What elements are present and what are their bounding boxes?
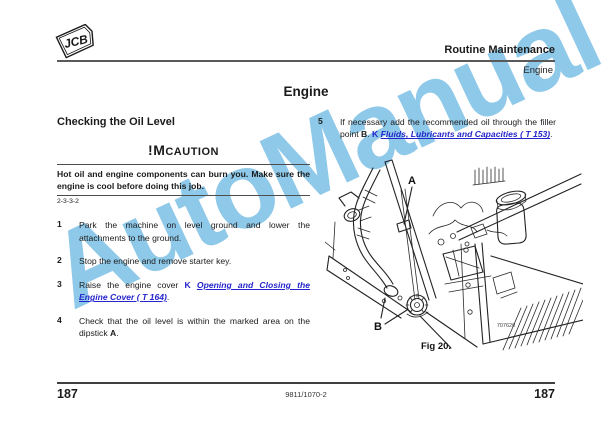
step-3: 3 Raise the engine cover K Opening and C… [57, 279, 310, 304]
figure-label-a: A [408, 175, 416, 187]
page-number-right: 187 [534, 387, 555, 401]
link-opening-closing-engine-cover[interactable]: Opening and Closing the Engine Cover ( T… [79, 279, 310, 303]
link-fluids-lubricants-capacities[interactable]: Fluids, Lubricants and Capacities ( T 15… [380, 129, 551, 140]
callout-ref-a: A [110, 328, 117, 339]
footer-rule [57, 382, 555, 384]
section-heading: Checking the Oil Level [57, 116, 175, 128]
callout-ref-b: B [361, 129, 368, 140]
step-text: Raise the engine cover K Opening and Clo… [79, 279, 310, 304]
figure-engine-dipstick: A B 707620 Fig 20. [325, 159, 583, 352]
step-number: 2 [57, 255, 62, 266]
step-text-mid: . [367, 129, 373, 140]
step-4: 4 Check that the oil level is within the… [57, 315, 310, 340]
step-text: Park the machine on level ground and low… [79, 220, 310, 243]
step-text-pre: Raise the engine cover [79, 279, 185, 290]
publication-code: 9811/1070-2 [285, 390, 327, 399]
step-2: 2 Stop the engine and remove starter key… [57, 255, 310, 267]
cross-reference-icon: K [184, 279, 191, 290]
cross-reference-icon: K [372, 129, 379, 140]
step-number: 4 [57, 314, 62, 325]
header-section-title: Routine Maintenance [444, 44, 555, 56]
figure-label-b: B [374, 321, 382, 333]
step-1: 1 Park the machine on level ground and l… [57, 219, 310, 244]
step-text-post: . [166, 292, 170, 303]
caution-label: CAUTION [165, 146, 219, 158]
step-text-post: . [116, 328, 119, 339]
right-column: 5 If necessary add the recommended oil t… [318, 116, 556, 152]
warning-symbol-icon: !M [148, 142, 166, 158]
step-text-pre: Check that the oil level is within the m… [79, 315, 310, 339]
caution-rule-top [57, 164, 310, 166]
caution-heading: !MCAUTION [57, 142, 310, 160]
caution-block: !MCAUTION Hot oil and engine components … [57, 142, 310, 205]
left-column: Checking the Oil Level !MCAUTION Hot oil… [57, 116, 310, 351]
step-number: 3 [57, 278, 62, 289]
page-number-left: 187 [57, 387, 78, 401]
page-title: Engine [283, 84, 329, 99]
step-number: 1 [57, 219, 62, 230]
caution-code: 2-3-3-2 [57, 198, 79, 206]
jcb-logo: JCB [55, 24, 94, 59]
step-5: 5 If necessary add the recommended oil t… [318, 116, 556, 141]
step-text-post: . [550, 129, 553, 140]
jcb-logo-text: JCB [63, 32, 90, 51]
caution-text: Hot oil and engine components can burn y… [57, 169, 310, 192]
step-text: If necessary add the recommended oil thr… [340, 116, 556, 141]
caution-rule-bottom [57, 195, 310, 197]
step-text: Check that the oil level is within the m… [79, 315, 310, 340]
step-text: Stop the engine and remove starter key. [79, 256, 232, 267]
header-subsection: Engine [523, 65, 553, 76]
figure-part-number: 707620 [497, 323, 515, 329]
header-rule [57, 60, 555, 62]
figure-caption: Fig 20. [421, 341, 451, 352]
step-text-pre: If necessary add the recommended oil thr… [340, 117, 556, 140]
step-number: 5 [318, 116, 323, 126]
